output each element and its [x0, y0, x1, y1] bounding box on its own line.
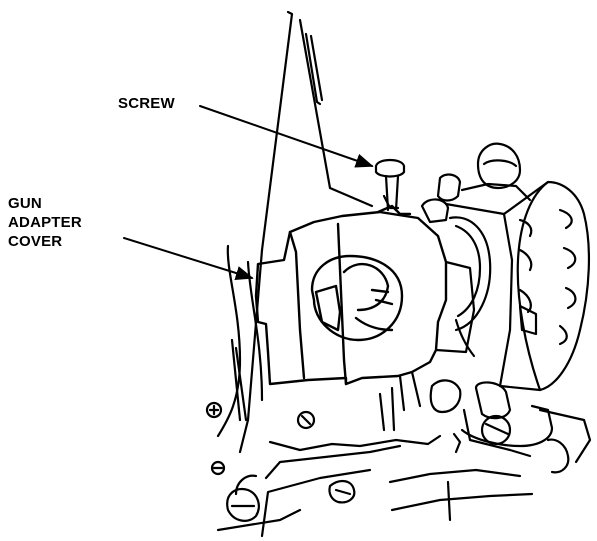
screw-leader-line: [199, 105, 374, 168]
gun-adapter-cover-label-line-2: ADAPTER: [8, 214, 82, 231]
gun-adapter-cover: [254, 204, 448, 386]
screw-label: SCREW: [118, 94, 175, 113]
screw-label-text: SCREW: [118, 95, 175, 112]
gun-adapter-cover-leader-line: [123, 237, 254, 281]
mounting-plate: [238, 10, 374, 454]
gun-adapter-cover-label-line-1: GUN: [8, 195, 42, 212]
screw-part: [374, 158, 406, 212]
lower-bracket: [378, 379, 592, 474]
valve-knob: [420, 142, 532, 224]
gun-adapter-cover-label-line-3: COVER: [8, 233, 63, 250]
base-frame: [210, 432, 534, 538]
gun-body: [398, 180, 590, 412]
gun-adapter-cover-label: GUN ADAPTER COVER: [8, 194, 82, 251]
